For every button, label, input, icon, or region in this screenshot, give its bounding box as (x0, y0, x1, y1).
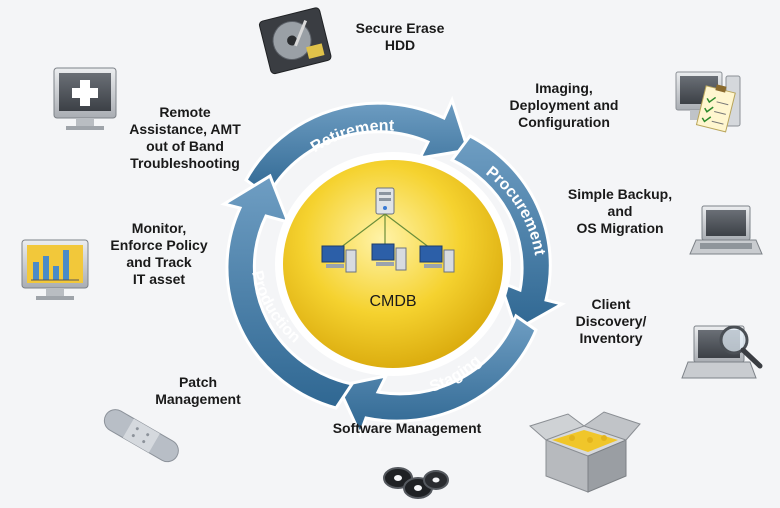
ring-segment-procurement (449, 134, 567, 333)
network-links (339, 213, 431, 249)
hub-label: CMDB (369, 293, 416, 310)
workstation-icon (419, 245, 455, 273)
magnifier-laptop-icon (681, 325, 763, 379)
checklist-computer-icon (675, 71, 741, 133)
ring-segment-production (220, 173, 355, 410)
task-label-secure-erase: Secure Erase HDD (355, 20, 445, 53)
medical-cross-monitor-icon (53, 67, 117, 130)
task-label-software: Software Management (332, 420, 482, 436)
cmdb-hub: CMDB (275, 152, 511, 376)
bandage-icon (103, 409, 179, 463)
discs-icon (383, 467, 449, 499)
server-icon (375, 187, 395, 215)
task-label-backup: Simple Backup, and OS Migration (567, 186, 673, 236)
laptop-icon (689, 205, 763, 255)
workstation-icon (371, 243, 407, 271)
workstation-icon (321, 245, 357, 273)
bar-chart-monitor-icon (21, 239, 89, 300)
ring-segment-staging (335, 313, 538, 438)
task-label-remote: Remote Assistance, AMT out of Band Troub… (129, 104, 241, 171)
ring-segment-retirement (244, 95, 470, 199)
open-box-icon (529, 411, 641, 493)
hard-drive-icon (258, 7, 332, 75)
task-label-monitor: Monitor, Enforce Policy and Track IT ass… (110, 220, 208, 287)
lifecycle-ring (220, 95, 567, 438)
task-label-imaging: Imaging, Deployment and Configuration (509, 80, 619, 130)
task-label-patch: Patch Management (155, 374, 241, 407)
task-label-discovery: Client Discovery/ Inventory (575, 296, 647, 346)
